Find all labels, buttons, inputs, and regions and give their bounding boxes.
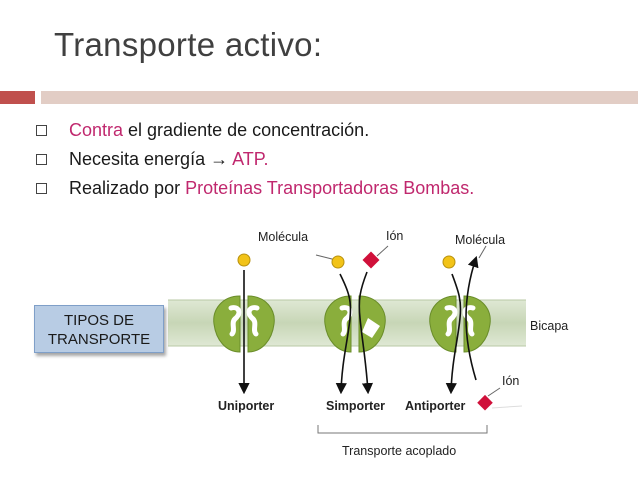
label-ion: Ión [386, 229, 404, 243]
molecule-icon [237, 253, 251, 267]
label-molecule: Molécula [258, 230, 309, 244]
label-uniporter: Uniporter [218, 399, 275, 413]
ion-icon [477, 394, 493, 411]
bullet-list: Contra el gradiente de concentración. Ne… [32, 117, 474, 204]
tipos-line: TIPOS DE [63, 312, 134, 329]
bullet-item: Contra el gradiente de concentración. [32, 117, 474, 146]
bullet-accent: Contra [69, 120, 124, 140]
label-antiporter: Antiporter [405, 399, 466, 413]
bullet-item: Realizado por Proteínas Transportadoras … [32, 175, 474, 204]
label-molecule: Molécula [455, 233, 506, 247]
label-coupled-transport: Transporte acoplado [342, 444, 457, 458]
label-bilayer: Bicapa [530, 319, 569, 333]
checkbox-icon [36, 183, 47, 194]
title-divider-bar [41, 91, 638, 104]
bullet-accent: ATP. [232, 149, 269, 169]
checkbox-icon [36, 154, 47, 165]
bullet-accent: Proteínas Transportadoras Bombas. [185, 178, 475, 198]
coupled-bracket [317, 425, 488, 434]
bullet-item: Necesita energía → ATP. [32, 146, 474, 175]
title-accent-bar [0, 91, 35, 104]
arrow-icon: → [210, 149, 229, 169]
slide-title: Transporte activo: [54, 26, 323, 63]
molecule-icon [442, 255, 456, 269]
simporter-protein [324, 295, 386, 353]
checkbox-icon [36, 125, 47, 136]
bullet-text: Necesita energía [69, 149, 211, 169]
label-ion: Ión [502, 374, 520, 388]
bullet-text: Realizado por [69, 178, 186, 198]
label-simporter: Simporter [326, 399, 386, 413]
molecule-icon [331, 255, 345, 269]
tipos-transporte-box: TIPOS DE TRANSPORTE [34, 305, 164, 353]
bullet-text: el gradiente de concentración. [123, 120, 370, 140]
tipos-line: TRANSPORTE [47, 331, 151, 348]
ion-icon [362, 251, 380, 269]
antiporter-protein [429, 295, 491, 353]
uniporter-protein [213, 295, 275, 353]
